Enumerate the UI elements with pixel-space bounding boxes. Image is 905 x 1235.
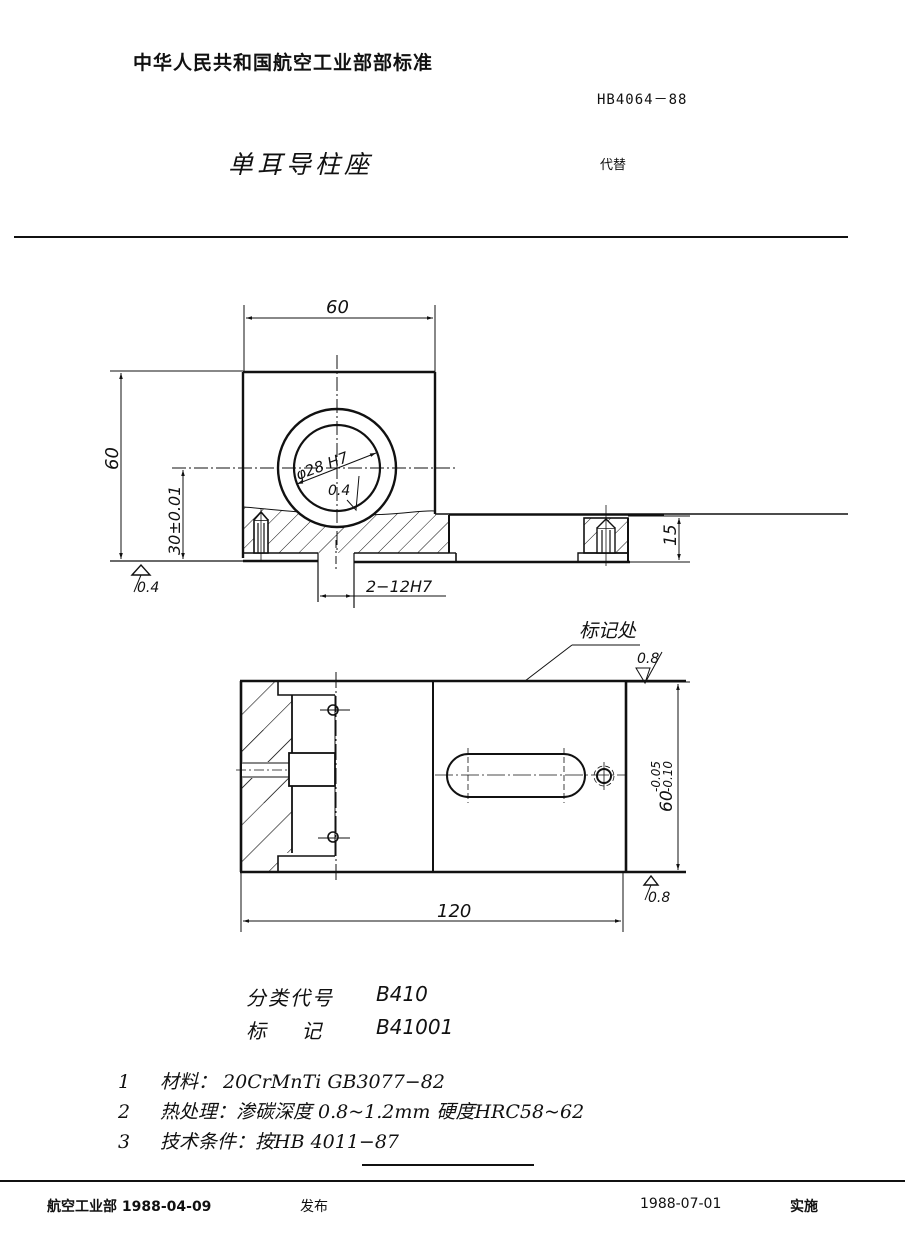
bore-roughness: 0.4	[328, 483, 350, 499]
front-view: 60 φ28 H7 0.4	[102, 297, 848, 608]
top-view: 标记处 0.8	[236, 620, 690, 932]
front-width-dim: 60	[326, 297, 349, 318]
notes-end-rule	[362, 1164, 534, 1166]
document-title: 单耳导柱座	[228, 150, 374, 179]
mark-row: 标 记 B41001	[246, 1015, 453, 1044]
top-base-roughness: 0.8	[648, 890, 670, 906]
footer-effective-date: 1988-07-01	[640, 1196, 722, 1212]
top-width-dim: 60	[657, 790, 677, 812]
classification-code-value: B410	[376, 982, 428, 1006]
flange-height-dim: 15	[661, 524, 681, 546]
classification-code-label: 分类代号	[246, 986, 334, 1010]
header-divider	[14, 236, 848, 238]
top-width-tol-lower: -0.10	[661, 761, 675, 792]
footer-effective-label: 实施	[790, 1199, 818, 1215]
replace-label: 代替	[600, 158, 627, 173]
center-height-dim: 30±0.01	[165, 486, 184, 555]
front-base-roughness: 0.4	[137, 580, 159, 596]
pin-hole-dim: 2−12H7	[366, 577, 433, 596]
top-width-tol-upper: -0.05	[649, 761, 663, 792]
footer-issue-label: 发布	[300, 1199, 328, 1215]
standard-code: HB4064－88	[597, 92, 688, 108]
mark-label: 标 记	[246, 1019, 324, 1043]
footer-issuer: 航空工业部 1988-04-09	[47, 1199, 212, 1215]
front-height-dim: 60	[102, 447, 123, 470]
classification-block: 分类代号 B410 标 记 B41001	[246, 982, 453, 1044]
mark-value: B41001	[376, 1015, 454, 1039]
length-dim: 120	[437, 901, 471, 922]
top-roughness: 0.8	[637, 651, 659, 667]
marking-label: 标记处	[579, 620, 637, 642]
organization-title: 中华人民共和国航空工业部部标准	[133, 52, 434, 74]
footer-divider	[0, 1180, 905, 1182]
classification-code-row: 分类代号 B410	[246, 982, 453, 1011]
